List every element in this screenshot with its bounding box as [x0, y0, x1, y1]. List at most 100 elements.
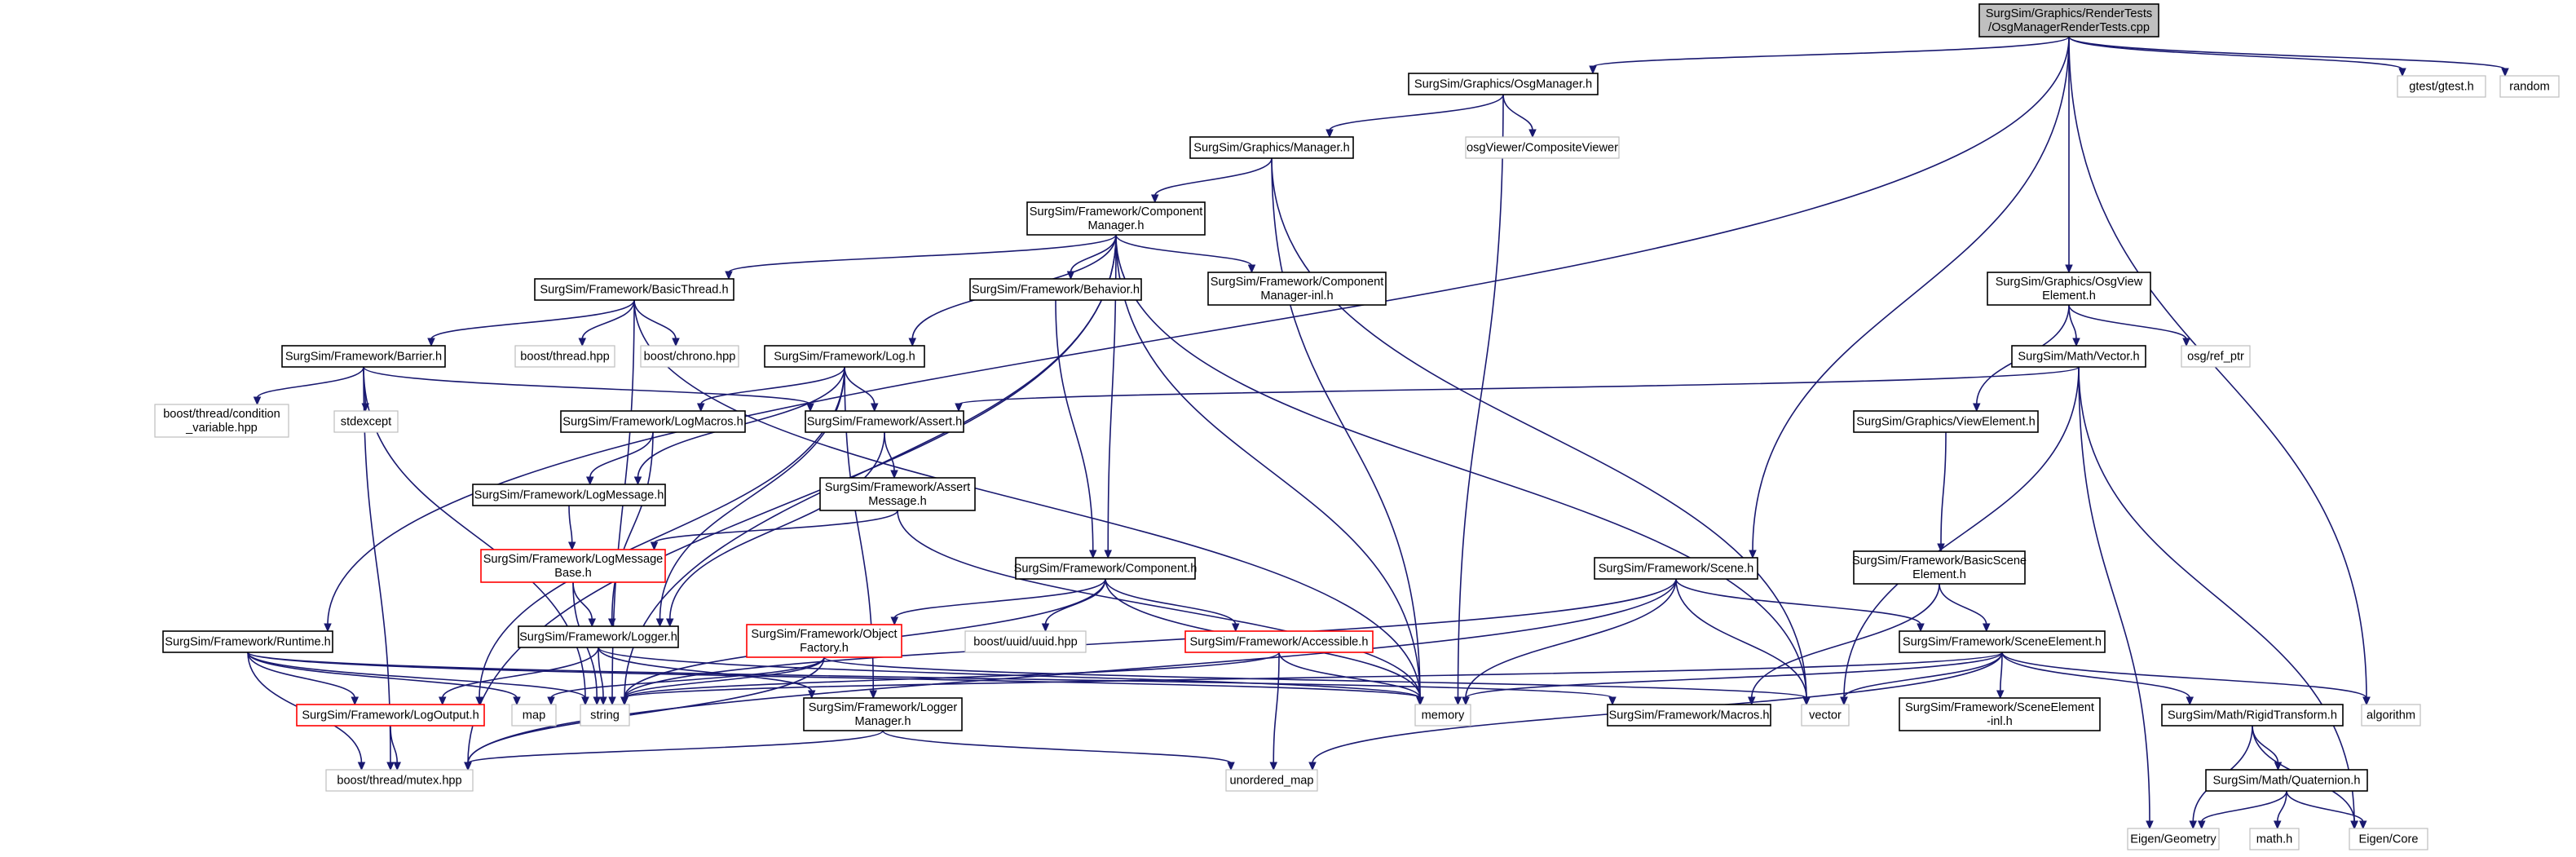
edge-arrowhead: [1840, 696, 1848, 706]
node-barrier[interactable]: SurgSim/Framework/Barrier.h: [281, 345, 446, 368]
edge-basicthread-to-memory: [633, 299, 1421, 699]
node-eigencore: Eigen/Core: [2349, 828, 2428, 850]
node-logmacros[interactable]: SurgSim/Framework/LogMacros.h: [560, 410, 746, 433]
node-accessible[interactable]: SurgSim/Framework/Accessible.h: [1184, 630, 1374, 653]
node-box: [518, 625, 679, 648]
edge-arrowhead: [2398, 68, 2406, 77]
edge-arrowhead: [578, 338, 587, 347]
edge-arrowhead: [2350, 820, 2359, 830]
node-macros[interactable]: SurgSim/Framework/Macros.h: [1607, 704, 1771, 727]
node-box: [1607, 704, 1771, 727]
node-algorithm: algorithm: [2361, 704, 2421, 727]
node-label: SurgSim/Framework/LogMessage.h: [474, 489, 664, 502]
node-sceneelement[interactable]: SurgSim/Framework/SceneElement.h: [1899, 630, 2106, 653]
edge-mathvector-to-eigencore: [2078, 366, 2355, 823]
edge-arrowhead: [2186, 696, 2194, 706]
node-label: SurgSim/Framework/Macros.h: [1608, 709, 1769, 722]
node-label: SurgSim/Framework/Logger.h: [519, 631, 677, 644]
edge-arrowhead: [593, 696, 602, 706]
edge-assertmessage-to-logmessagebase: [653, 510, 898, 544]
node-label: SurgSim/Framework/SceneElement.h: [1903, 636, 2102, 649]
node-box: [1465, 136, 1620, 159]
node-root[interactable]: SurgSim/Graphics/RenderTests/OsgManagerR…: [1978, 3, 2159, 38]
node-runtime[interactable]: SurgSim/Framework/Runtime.h: [162, 630, 333, 653]
edge-arrowhead: [665, 618, 674, 628]
edge-sceneelement-to-algorithm: [2001, 652, 2367, 699]
edge-arrowhead: [1996, 690, 2005, 700]
node-manager[interactable]: SurgSim/Graphics/Manager.h: [1189, 136, 1354, 159]
node-box: [2181, 345, 2251, 368]
node-label: SurgSim/Math/Vector.h: [2018, 351, 2139, 364]
node-label: SurgSim/Graphics/ViewElement.h: [1856, 416, 2036, 429]
node-box: [2361, 704, 2421, 727]
node-logmessage[interactable]: SurgSim/Framework/LogMessage.h: [472, 484, 666, 506]
node-box: [2249, 828, 2300, 850]
edge-viewelement-to-basicsceneelement: [1940, 431, 1947, 546]
node-random: random: [2499, 75, 2560, 98]
node-box: [162, 630, 333, 653]
edge-root-to-random: [2068, 36, 2506, 70]
node-label: SurgSim/Framework/Component.h: [1014, 563, 1198, 576]
edge-runtime-to-macros: [247, 652, 1613, 699]
node-quaternion[interactable]: SurgSim/Math/Quaternion.h: [2205, 769, 2368, 792]
node-log[interactable]: SurgSim/Framework/Log.h: [764, 345, 925, 368]
edge-basicsceneelement-to-sceneelement: [1939, 583, 1987, 625]
edge-arrowhead: [890, 470, 898, 479]
node-label: SurgSim/Framework/Barrier.h: [285, 351, 442, 364]
edge-sceneelement-to-memory: [1465, 652, 2003, 699]
node-assert[interactable]: SurgSim/Framework/Assert.h: [805, 410, 964, 433]
edge-compmanager-to-mutex: [467, 234, 1117, 764]
edge-arrowhead: [464, 762, 472, 771]
edge-sceneelement-to-sceneelementinl: [1999, 652, 2003, 692]
edge-runtime-to-memory: [247, 652, 1421, 699]
edge-sceneelement-to-rigidtransform: [2001, 652, 2191, 699]
edge-logmacros-to-logmessage: [589, 431, 654, 479]
node-stdexcept: stdexcept: [333, 410, 399, 433]
edge-arrowhead: [725, 271, 733, 281]
edge-sceneelement-to-vector: [1843, 652, 2003, 699]
edge-arrowhead: [599, 696, 607, 706]
node-component[interactable]: SurgSim/Framework/Component.h: [1014, 557, 1198, 580]
node-box: [1207, 272, 1387, 306]
edge-arrowhead: [1802, 696, 1811, 706]
edge-arrowhead: [1088, 550, 1097, 559]
node-logger[interactable]: SurgSim/Framework/Logger.h: [518, 625, 679, 648]
node-box: [964, 630, 1087, 653]
node-behavior[interactable]: SurgSim/Framework/Behavior.h: [969, 278, 1142, 301]
edge-arrowhead: [588, 618, 597, 628]
node-basicthread[interactable]: SurgSim/Framework/BasicThread.h: [534, 278, 734, 301]
node-osgmanager[interactable]: SurgSim/Graphics/OsgManager.h: [1408, 73, 1599, 95]
node-unorderedmap: unordered_map: [1225, 769, 1318, 792]
node-label: boost/thread/mutex.hpp: [337, 775, 461, 788]
node-rigidtransform[interactable]: SurgSim/Math/RigidTransform.h: [2161, 704, 2344, 727]
node-box: [1414, 704, 1471, 727]
edge-assert-to-logger: [668, 431, 885, 621]
edge-barrier-to-assert: [363, 366, 811, 405]
edge-arrowhead: [2146, 820, 2154, 830]
node-scene[interactable]: SurgSim/Framework/Scene.h: [1594, 557, 1758, 580]
edge-rigidtransform-to-quaternion: [2252, 725, 2279, 764]
edge-objectfactory-to-vector: [823, 656, 1807, 699]
edge-runtime-to-map: [247, 652, 518, 699]
node-mathvector[interactable]: SurgSim/Math/Vector.h: [2011, 345, 2146, 368]
edge-arrowhead: [547, 696, 555, 706]
node-logoutput[interactable]: SurgSim/Framework/LogOutput.h: [296, 704, 485, 727]
node-label: SurgSim/Graphics/OsgManager.h: [1414, 78, 1592, 91]
node-label: map: [523, 709, 545, 722]
edge-arrowhead: [513, 696, 521, 706]
edge-arrowhead: [1608, 696, 1617, 706]
edge-log-to-logmacros: [699, 366, 845, 405]
node-sceneelementinl[interactable]: SurgSim/Framework/SceneElement-inl.h: [1899, 697, 2101, 731]
edge-objectfactory-to-map: [550, 656, 825, 699]
node-box: [480, 549, 666, 583]
node-viewelement[interactable]: SurgSim/Graphics/ViewElement.h: [1853, 410, 2039, 433]
edge-arrowhead: [1247, 264, 1256, 274]
